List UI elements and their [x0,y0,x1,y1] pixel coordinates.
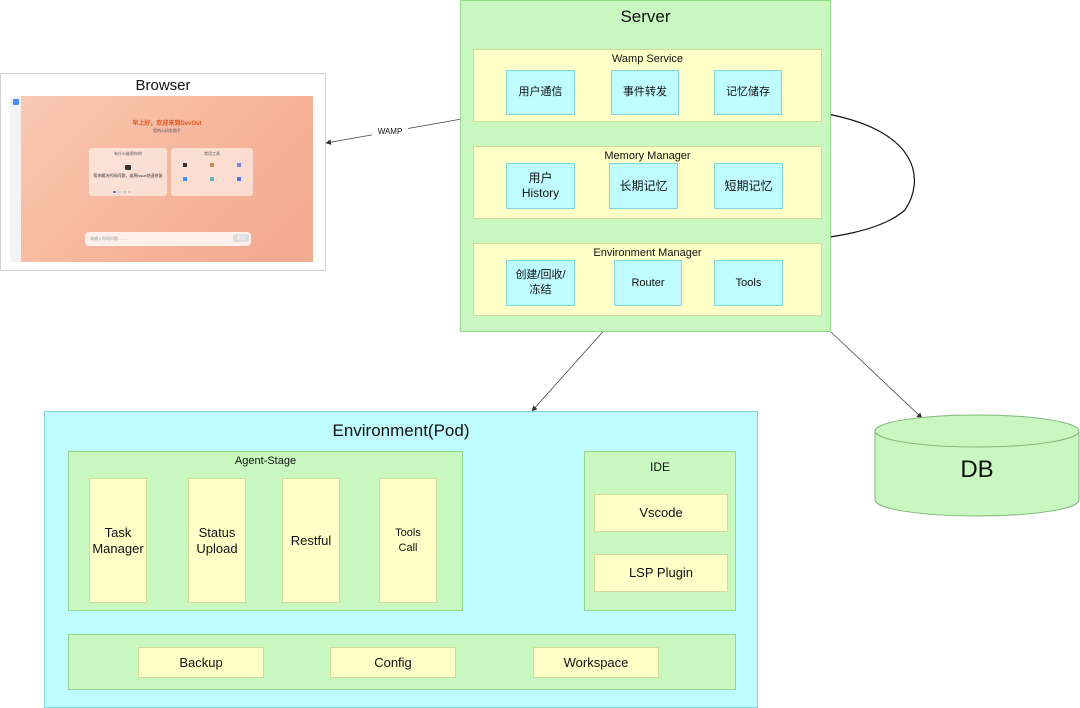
tool-icon-5 [209,177,214,181]
envmgr-item-tools: Tools [714,260,783,306]
tool-icon-4 [182,177,187,181]
envmgr-item-router: Router [614,260,682,306]
envmgr-item-lifecycle: 创建/回收/冻结 [506,260,575,306]
wamp-item-user-comm: 用户通信 [506,70,575,115]
agent-item-status-upload: Status Upload [188,478,246,603]
browser-screenshot: 早上好，欢迎来到DevOut 您的AI研发助手 有什么能帮你的 帮你解决代码问题… [21,96,313,262]
agent-item-restful: Restful [282,478,340,603]
agent-item-task-manager: Task Manager [89,478,147,603]
carousel-dots [113,191,135,193]
memory-item-short-term: 短期记忆 [714,163,783,209]
agent-item-tools-call: Tools Call [379,478,437,603]
edge-server-db [830,331,923,419]
ide-title: IDE [649,460,670,474]
db-cylinder [874,414,1080,517]
edge-label-wamp: WAMP [372,126,408,138]
db-label: DB [960,456,994,483]
memory-item-user-history: 用户History [506,163,575,209]
server-title: Server [620,7,671,26]
environment-manager-title: Environment Manager [593,247,702,259]
storage-item-backup: Backup [138,647,264,678]
storage-item-config: Config [330,647,456,678]
screenshot-input-placeholder: 请输入你的问题…… [90,236,126,241]
wamp-service-title: Wamp Service [611,53,684,65]
screenshot-input: 请输入你的问题…… 发送 [85,232,251,246]
tool-icon-3 [237,163,242,167]
wamp-item-event-forward: 事件转发 [611,70,679,115]
app-logo-icon [12,99,19,105]
environment-pod-title: Environment(Pod) [332,421,470,440]
memory-item-long-term: 长期记忆 [609,163,678,209]
tool-icon-1 [182,163,187,167]
screenshot-card-left-title: 有什么能帮你的 [114,151,142,156]
ide-item-vscode: Vscode [594,494,728,532]
screenshot-greeting: 早上好，欢迎来到DevOut [132,121,202,127]
memory-manager-title: Memory Manager [604,150,691,162]
screenshot-card-left: 有什么能帮你的 帮你解决代码问题，或将issue快速修复 [89,148,167,196]
screenshot-card-right: 常用工具 [171,148,253,196]
screenshot-subtitle: 您的AI研发助手 [153,128,181,133]
wamp-item-memory-store: 记忆储存 [714,70,782,115]
agent-stage-title: Agent-Stage [234,455,297,467]
screenshot-card-right-title: 常用工具 [204,151,220,156]
tool-icon-2 [209,163,214,167]
tool-icon-6 [237,177,242,181]
storage-item-workspace: Workspace [533,647,659,678]
monitor-icon [125,165,131,170]
ide-item-lsp-plugin: LSP Plugin [594,554,728,592]
edge-wamp-env-manager [787,112,916,246]
screenshot-card-left-text: 帮你解决代码问题，或将issue快速修复 [93,173,163,178]
browser-screenshot-sidebar [10,96,21,262]
browser-title: Browser [135,77,191,94]
screenshot-send-button: 发送 [233,234,249,242]
